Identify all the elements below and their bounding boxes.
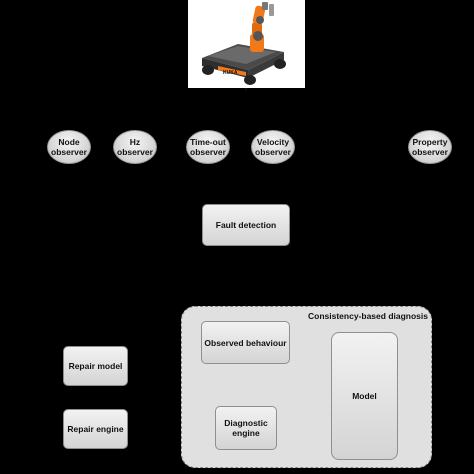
fault-detection-label: Fault detection (215, 220, 277, 230)
hz-observer: Hz observer (113, 130, 157, 164)
property-observer-label: Property observer (412, 137, 448, 157)
timeout-observer-label: Time-out observer (190, 137, 226, 157)
timeout-observer: Time-out observer (186, 130, 230, 164)
observed-behaviour-label: Observed behaviour (204, 337, 287, 348)
property-observer: Property observer (408, 130, 452, 164)
robot-brand-text: KUKA (223, 70, 238, 76)
consistency-based-diagnosis-title: Consistency-based diagnosis (308, 311, 428, 321)
velocity-observer: Velocity observer (251, 130, 295, 164)
fault-detection-box: Fault detection (202, 204, 290, 246)
observed-behaviour-box: Observed behaviour (201, 321, 290, 364)
repair-engine-label: Repair engine (67, 424, 124, 434)
node-observer: Node observer (47, 130, 91, 164)
kuka-youbot-illustration: KUKA (202, 2, 286, 85)
repair-engine-box: Repair engine (63, 409, 128, 449)
model-box: Model (331, 332, 398, 460)
model-label: Model (352, 391, 377, 401)
velocity-observer-label: Velocity observer (255, 137, 291, 157)
diagnostic-engine-box: Diagnostic engine (215, 406, 277, 450)
repair-model-box: Repair model (63, 346, 128, 386)
robot-image: KUKA (188, 0, 305, 88)
node-observer-label: Node observer (51, 137, 87, 157)
hz-observer-label: Hz observer (117, 137, 153, 157)
diagnostic-engine-label: Diagnostic engine (224, 418, 268, 438)
repair-model-label: Repair model (68, 361, 123, 371)
